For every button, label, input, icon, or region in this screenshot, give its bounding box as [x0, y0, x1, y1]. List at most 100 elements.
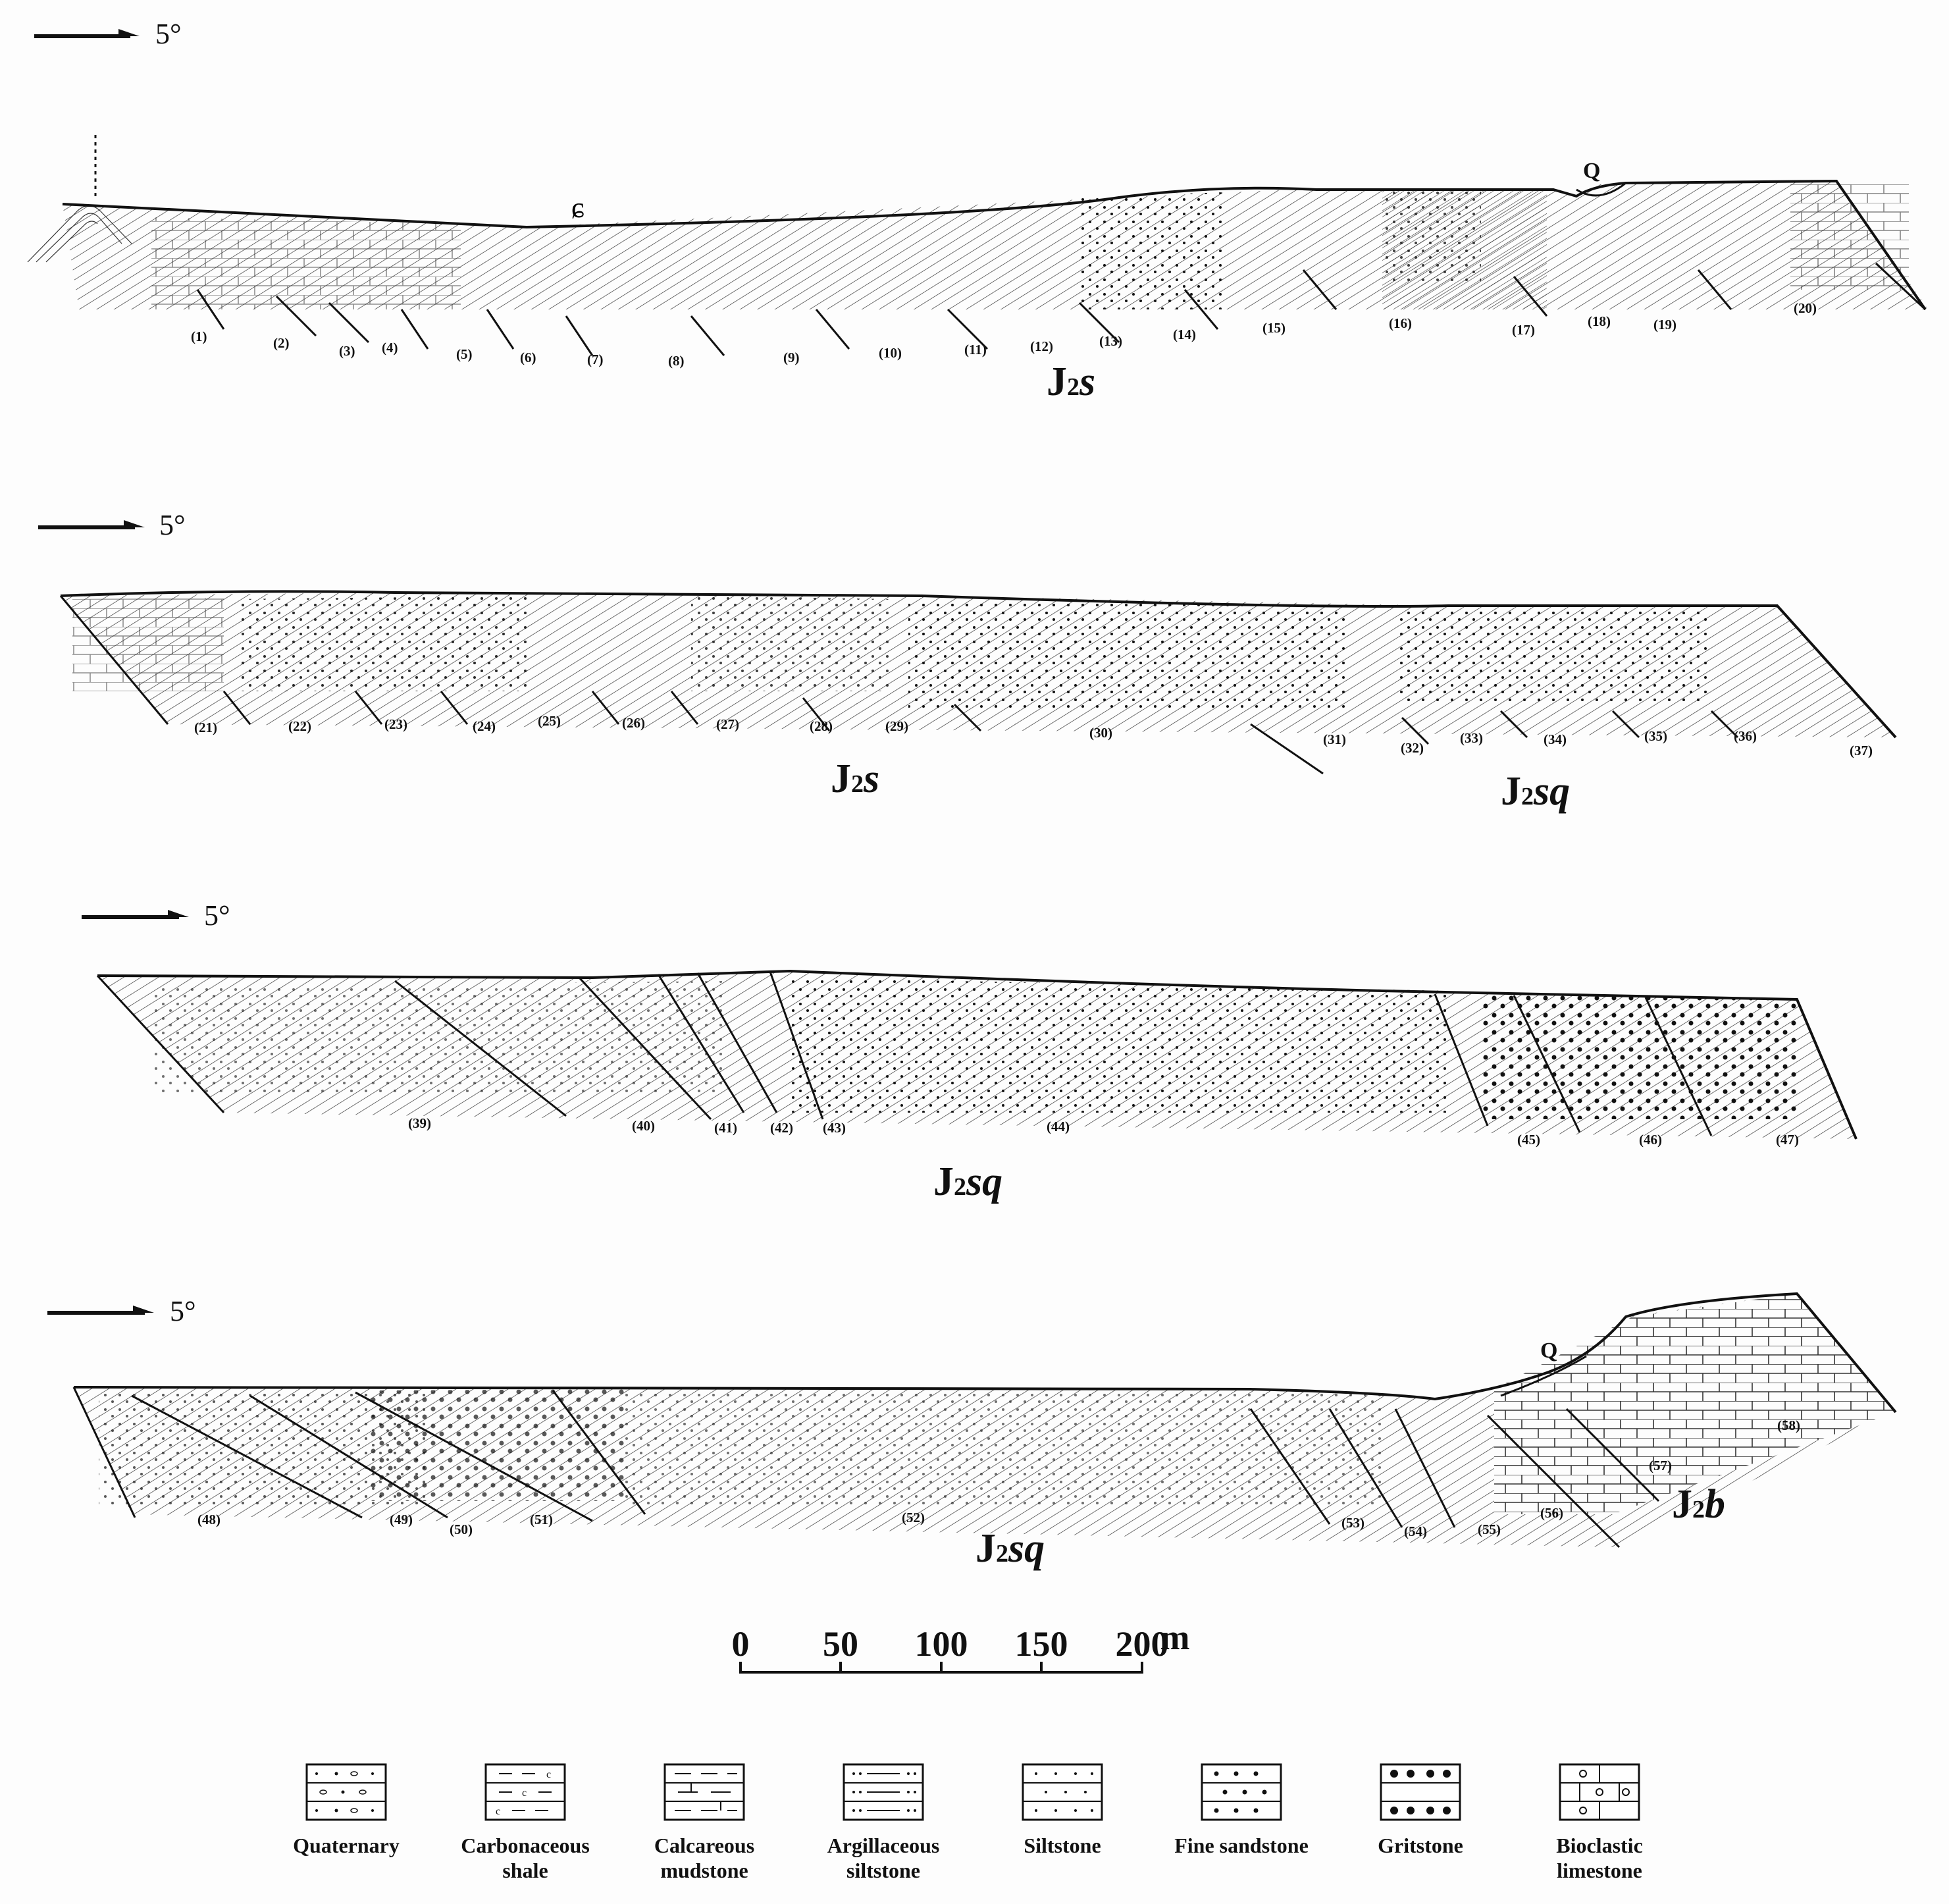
dip-angle-label: 5°	[155, 18, 182, 50]
bed-label: (48)	[197, 1512, 221, 1527]
formation-label: J2sq	[975, 1526, 1045, 1571]
section-1: 5° Q ɕ (1)	[27, 18, 1929, 404]
legend-label: Bioclastic	[1556, 1834, 1643, 1857]
formation-label: J2sq	[1501, 769, 1570, 814]
bed-label: (15)	[1262, 320, 1286, 336]
bed-label: (10)	[879, 345, 902, 361]
dip-angle-label: 5°	[204, 899, 230, 932]
topographic-profile	[62, 179, 1927, 311]
bed-label: (47)	[1776, 1132, 1799, 1148]
bed-label: (20)	[1794, 300, 1817, 316]
topographic-profile	[60, 590, 1897, 739]
legend-item-gritstone: Gritstone	[1378, 1763, 1463, 1857]
bed-label: (30)	[1089, 725, 1112, 741]
legend-item-quaternary: Quaternary	[293, 1763, 400, 1857]
dip-angle-label: 5°	[170, 1295, 196, 1327]
legend-label: mudstone	[660, 1859, 748, 1882]
bed-label: (55)	[1478, 1521, 1501, 1537]
bed-label: (9)	[783, 350, 800, 365]
formation-label: J2sq	[933, 1159, 1002, 1204]
bed-label: (43)	[823, 1120, 846, 1136]
bed-label: (14)	[1173, 327, 1196, 342]
legend-item-carbonaceous-shale: c c c Carbonaceous shale	[461, 1763, 590, 1882]
legend-label: Fine sandstone	[1174, 1834, 1309, 1857]
legend-label: shale	[502, 1859, 548, 1882]
bed-labels-4: (48) (49) (50) (51) (52) (53) (54) (55) …	[197, 1417, 1800, 1539]
bed-label: (57)	[1649, 1458, 1672, 1473]
svg-text:c: c	[546, 1769, 551, 1780]
legend-label: limestone	[1557, 1859, 1642, 1882]
scale-tick-label: 150	[1015, 1624, 1068, 1664]
dip-arrow: 5°	[82, 899, 230, 932]
scale-tick-label: 50	[823, 1624, 858, 1664]
section-2: 5° (21) (22) (23) (24) (25	[38, 509, 1897, 814]
legend-label: Carbonaceous	[461, 1834, 590, 1857]
bed-label: (22)	[288, 718, 311, 734]
bed-label: (32)	[1401, 740, 1424, 756]
bed-label: (52)	[902, 1510, 925, 1525]
bed-label: (12)	[1030, 338, 1053, 354]
formation-label: J2b	[1672, 1482, 1725, 1527]
formation-label: J2s	[831, 756, 879, 801]
legend: Quaternary c c c Carbonaceous shale Calc…	[293, 1763, 1643, 1882]
bed-label: (23)	[384, 716, 407, 732]
legend-item-bioclastic-limestone: Bioclastic limestone	[1556, 1763, 1643, 1882]
bed-label: (5)	[456, 346, 473, 362]
bed-label: (6)	[520, 350, 536, 365]
bed-label: (3)	[339, 343, 355, 359]
bed-label: (4)	[382, 340, 398, 356]
svg-text:c: c	[522, 1787, 527, 1799]
dip-arrow: 5°	[47, 1295, 196, 1327]
bed-label: (53)	[1341, 1515, 1364, 1531]
bed-label: (56)	[1540, 1505, 1563, 1521]
svg-text:c: c	[496, 1806, 500, 1817]
bed-label: (1)	[191, 329, 207, 344]
bed-label: (24)	[473, 718, 496, 734]
legend-item-calcareous-mudstone: Calcareous mudstone	[654, 1763, 754, 1882]
dip-angle-label: 5°	[159, 509, 186, 541]
bed-label: (18)	[1588, 313, 1611, 329]
section-4: 5° Q (48) (49) (50) (51) (52) (5	[47, 1292, 1897, 1571]
bed-label: (49)	[390, 1512, 413, 1527]
topographic-profile	[73, 1292, 1897, 1414]
quaternary-label: Q	[1583, 159, 1600, 183]
bed-label: (16)	[1389, 315, 1412, 331]
bed-label: (58)	[1777, 1417, 1800, 1433]
bed-label: (39)	[408, 1115, 431, 1131]
bed-label: (34)	[1544, 731, 1567, 747]
legend-label: Gritstone	[1378, 1834, 1463, 1857]
bed-label: (51)	[530, 1512, 553, 1527]
scale-unit: m	[1160, 1618, 1190, 1657]
bed-label: (11)	[964, 342, 987, 357]
fossil-icon: ɕ	[571, 192, 585, 224]
bed-label: (41)	[714, 1120, 737, 1136]
bed-label: (7)	[587, 352, 604, 367]
legend-item-argillaceous-siltstone: Argillaceous siltstone	[827, 1763, 939, 1882]
bed-label: (54)	[1404, 1523, 1427, 1539]
bed-labels-1: (1) (2) (3) (4) (5) (6) (7) (8) (9) (10)…	[191, 300, 1817, 369]
scale-bar: 0 50 100 150 200 m	[732, 1618, 1190, 1674]
dip-arrow: 5°	[38, 509, 186, 541]
quaternary-label: Q	[1540, 1338, 1557, 1363]
bed-label: (2)	[273, 335, 290, 351]
bed-label: (28)	[810, 718, 833, 734]
quaternary-lens	[1576, 182, 1626, 197]
legend-label: Calcareous	[654, 1834, 754, 1857]
bed-label: (40)	[632, 1118, 655, 1134]
bed-label: (17)	[1512, 322, 1535, 338]
legend-item-siltstone: Siltstone	[1022, 1763, 1103, 1857]
bed-label: (13)	[1099, 333, 1122, 349]
bed-label: (29)	[885, 718, 908, 734]
formation-label: J2s	[1047, 359, 1095, 404]
bed-label: (50)	[450, 1521, 473, 1537]
legend-label: Siltstone	[1024, 1834, 1101, 1857]
legend-label: siltstone	[846, 1859, 920, 1882]
section-3: 5° (39) (40) (41) (42) (43) (44) (45) (4…	[82, 899, 1858, 1204]
bed-label: (19)	[1653, 317, 1676, 332]
bed-label: (26)	[622, 715, 645, 731]
bed-label: (33)	[1460, 730, 1483, 746]
bed-label: (37)	[1850, 743, 1873, 758]
bed-label: (42)	[770, 1120, 793, 1136]
bed-label: (25)	[538, 713, 561, 729]
